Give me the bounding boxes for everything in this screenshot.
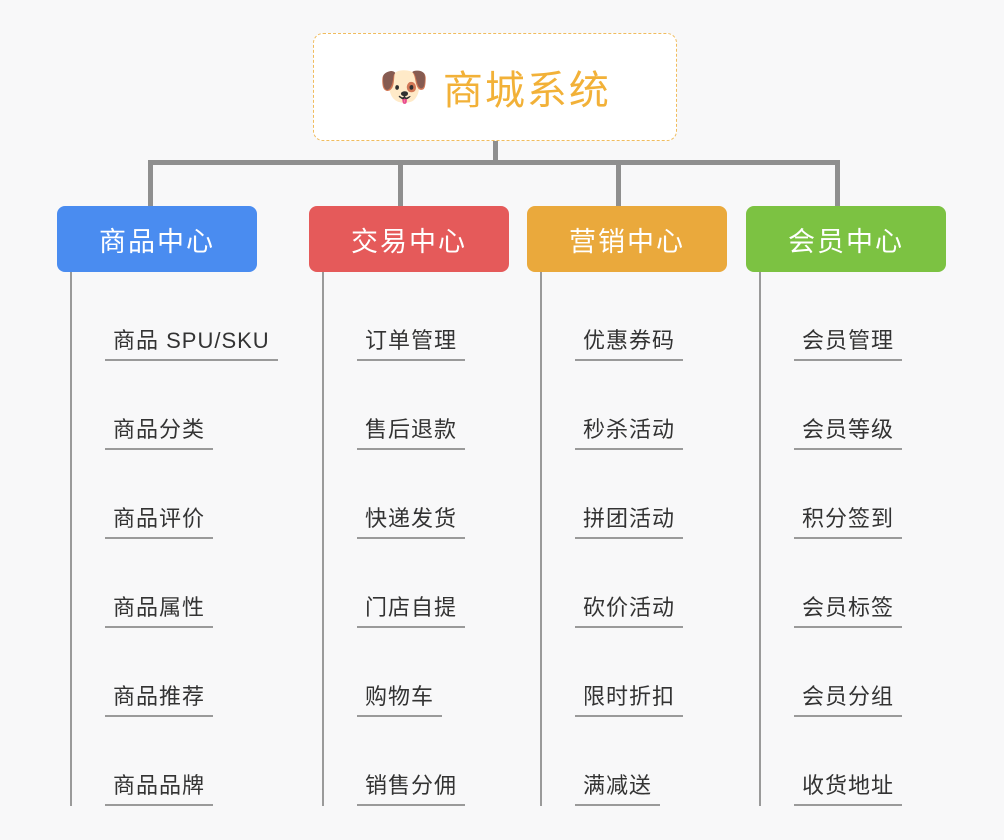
leaf-label: 会员等级 <box>794 412 903 450</box>
list-item[interactable]: 会员分组 <box>761 628 946 717</box>
list-item[interactable]: 会员标签 <box>761 539 946 628</box>
list-item[interactable]: 拼团活动 <box>542 450 727 539</box>
list-item[interactable]: 积分签到 <box>761 450 946 539</box>
list-item[interactable]: 会员等级 <box>761 361 946 450</box>
leaf-list-member-center: 会员管理 会员等级 积分签到 会员标签 会员分组 收货地址 <box>759 272 946 806</box>
list-item[interactable]: 会员管理 <box>761 272 946 361</box>
leaf-label: 满减送 <box>575 768 661 806</box>
list-item[interactable]: 售后退款 <box>324 361 509 450</box>
leaf-label: 商品 SPU/SKU <box>105 323 278 361</box>
list-item[interactable]: 砍价活动 <box>542 539 727 628</box>
leaf-list-marketing-center: 优惠券码 秒杀活动 拼团活动 砍价活动 限时折扣 满减送 <box>540 272 727 806</box>
branch-marketing-center: 营销中心 优惠券码 秒杀活动 拼团活动 砍价活动 限时折扣 满减送 <box>527 206 727 806</box>
connector-drop-2 <box>398 160 403 206</box>
connector-drop-3 <box>616 160 621 206</box>
leaf-label: 拼团活动 <box>575 501 684 539</box>
list-item[interactable]: 商品分类 <box>72 361 257 450</box>
leaf-label: 购物车 <box>357 679 443 717</box>
list-item[interactable]: 商品评价 <box>72 450 257 539</box>
list-item[interactable]: 订单管理 <box>324 272 509 361</box>
root-node-shop-system[interactable]: 🐶 商城系统 <box>313 33 677 141</box>
list-item[interactable]: 商品属性 <box>72 539 257 628</box>
leaf-label: 会员分组 <box>794 679 903 717</box>
leaf-label: 门店自提 <box>357 590 466 628</box>
leaf-label: 商品评价 <box>105 501 214 539</box>
connector-root-stem <box>493 141 498 165</box>
leaf-label: 订单管理 <box>357 323 466 361</box>
branch-member-center: 会员中心 会员管理 会员等级 积分签到 会员标签 会员分组 收货地址 <box>746 206 946 806</box>
root-node-title: 商城系统 <box>442 69 611 113</box>
leaf-label: 秒杀活动 <box>575 412 684 450</box>
leaf-label: 砍价活动 <box>575 590 684 628</box>
category-header-member-center[interactable]: 会员中心 <box>746 206 946 272</box>
leaf-label: 限时折扣 <box>575 679 684 717</box>
shiba-dog-face-icon: 🐶 <box>379 65 429 109</box>
list-item[interactable]: 商品推荐 <box>72 628 257 717</box>
category-title: 会员中心 <box>788 226 904 257</box>
leaf-label: 会员管理 <box>794 323 903 361</box>
category-title: 商品中心 <box>99 226 215 257</box>
leaf-label: 商品分类 <box>105 412 214 450</box>
category-header-marketing-center[interactable]: 营销中心 <box>527 206 727 272</box>
leaf-label: 售后退款 <box>357 412 466 450</box>
list-item[interactable]: 收货地址 <box>761 717 946 806</box>
leaf-label: 商品属性 <box>105 590 214 628</box>
list-item[interactable]: 快递发货 <box>324 450 509 539</box>
leaf-label: 会员标签 <box>794 590 903 628</box>
category-title: 营销中心 <box>569 226 685 257</box>
category-header-product-center[interactable]: 商品中心 <box>57 206 257 272</box>
category-header-trade-center[interactable]: 交易中心 <box>309 206 509 272</box>
list-item[interactable]: 优惠券码 <box>542 272 727 361</box>
connector-drop-1 <box>148 160 153 206</box>
list-item[interactable]: 秒杀活动 <box>542 361 727 450</box>
leaf-list-trade-center: 订单管理 售后退款 快递发货 门店自提 购物车 销售分佣 <box>322 272 509 806</box>
branch-product-center: 商品中心 商品 SPU/SKU 商品分类 商品评价 商品属性 商品推荐 商品品牌 <box>57 206 278 806</box>
leaf-label: 商品品牌 <box>105 768 214 806</box>
leaf-label: 收货地址 <box>794 768 903 806</box>
branch-trade-center: 交易中心 订单管理 售后退款 快递发货 门店自提 购物车 销售分佣 <box>309 206 509 806</box>
list-item[interactable]: 购物车 <box>324 628 509 717</box>
list-item[interactable]: 商品 SPU/SKU <box>72 272 278 361</box>
leaf-label: 销售分佣 <box>357 768 466 806</box>
connector-drop-4 <box>835 160 840 206</box>
category-title: 交易中心 <box>351 226 467 257</box>
leaf-label: 优惠券码 <box>575 323 684 361</box>
list-item[interactable]: 门店自提 <box>324 539 509 628</box>
connector-horizontal-bus <box>148 160 840 165</box>
list-item[interactable]: 满减送 <box>542 717 727 806</box>
list-item[interactable]: 销售分佣 <box>324 717 509 806</box>
leaf-label: 积分签到 <box>794 501 903 539</box>
leaf-label: 快递发货 <box>357 501 466 539</box>
leaf-label: 商品推荐 <box>105 679 214 717</box>
leaf-list-product-center: 商品 SPU/SKU 商品分类 商品评价 商品属性 商品推荐 商品品牌 <box>70 272 278 806</box>
list-item[interactable]: 商品品牌 <box>72 717 257 806</box>
list-item[interactable]: 限时折扣 <box>542 628 727 717</box>
